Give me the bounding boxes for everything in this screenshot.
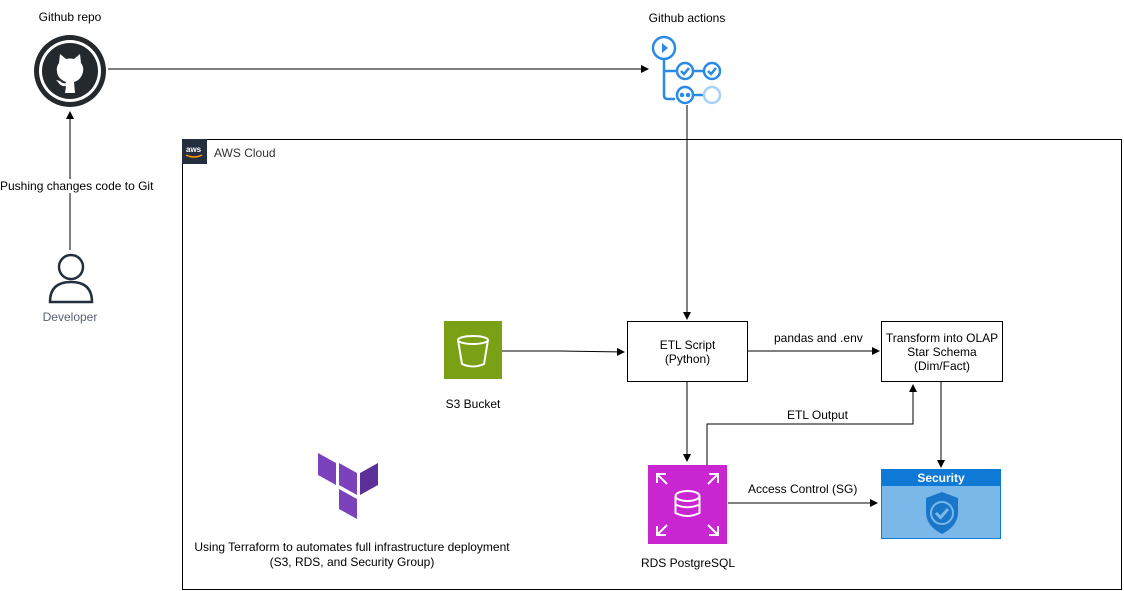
etl-script-box: ETL Script (Python) [627,321,748,382]
edge-rds-to-transform [706,384,917,465]
shield-icon [922,490,962,536]
terraform-icon [318,453,380,519]
github-actions-icon [650,33,725,107]
security-title: Security [882,470,1000,486]
s3-bucket-label: S3 Bucket [445,397,501,411]
edge-access-control-label: Access Control (SG) [748,482,858,496]
aws-cloud-group [182,139,1122,590]
transform-line-3: (Dim/Fact) [913,358,970,373]
developer-label: Developer [42,310,98,324]
transform-line-2: Star Schema [907,344,977,359]
github-repo-label: Github repo [38,10,102,24]
push-edge-label: Pushing changes code to Git [0,179,154,193]
s3-bucket-icon [444,321,502,379]
transform-line-1: Transform into OLAP [885,330,999,345]
edge-s3-to-etl [502,347,625,356]
rds-icon [648,465,727,544]
aws-cloud-label: AWS Cloud [214,146,276,160]
etl-script-subtitle: (Python) [664,351,711,366]
transform-box: Transform into OLAP Star Schema (Dim/Fac… [881,321,1003,382]
etl-script-title: ETL Script [659,337,716,352]
rds-label: RDS PostgreSQL [640,556,736,570]
github-actions-label: Github actions [648,11,726,25]
terraform-caption-line-2: (S3, RDS, and Security Group) [269,555,435,569]
terraform-caption: Using Terraform to automates full infras… [172,540,532,570]
svg-text:aws: aws [186,145,202,154]
aws-icon: aws [182,139,207,164]
edge-etl-output-label: ETL Output [787,408,848,422]
user-icon [47,252,95,304]
github-icon [34,35,106,107]
terraform-caption-line-1: Using Terraform to automates full infras… [194,540,510,554]
edge-pandas-label: pandas and .env [774,331,863,345]
security-group: Security [881,469,1001,539]
